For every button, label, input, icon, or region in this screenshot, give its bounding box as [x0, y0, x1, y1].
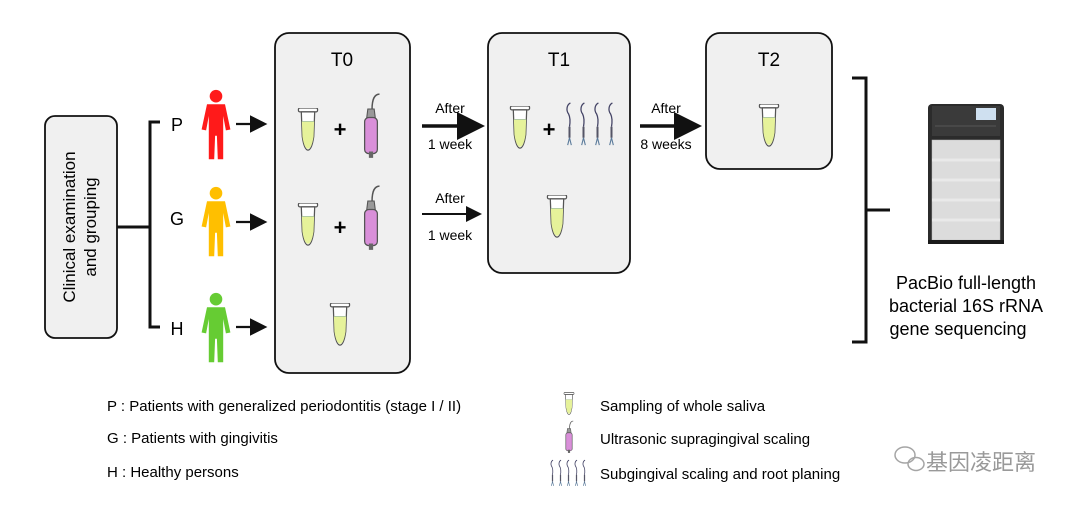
watermark: 基因凌距离 [894, 446, 1036, 475]
legend-tube-icon [563, 392, 575, 415]
t2-label: T2 [758, 50, 780, 71]
t2-box [705, 32, 833, 170]
sequencing-line3: gene sequencing [889, 319, 1026, 339]
after-label-p: After [435, 100, 465, 116]
plus-sign: + [334, 117, 347, 142]
sequencing-line1: PacBio full-length [896, 273, 1036, 293]
legend-group-h: H : Healthy persons [107, 464, 239, 481]
wechat-icon [894, 446, 925, 472]
legend-curettes-icon [550, 459, 587, 487]
after-label-g: After [435, 190, 465, 206]
plus-sign: + [334, 215, 347, 240]
group-letter-g: G [170, 209, 184, 229]
person-icon-h [201, 292, 231, 363]
group-bracket [117, 120, 160, 329]
t1-label: T1 [548, 50, 570, 71]
clinical-exam-line2: and grouping [81, 177, 100, 276]
group-letter-p: P [171, 115, 183, 135]
clinical-exam-line1: Clinical examination [60, 151, 79, 302]
person-icon-g [201, 186, 231, 257]
person-icon-p [201, 89, 231, 160]
legend-group-g: G : Patients with gingivitis [107, 430, 278, 447]
sequencing-bracket [852, 76, 890, 344]
watermark-text: 基因凌距离 [926, 450, 1036, 475]
legend-scaler-label: Ultrasonic supragingival scaling [600, 431, 810, 448]
one-week-label-g: 1 week [428, 227, 473, 243]
t0-label: T0 [331, 50, 353, 71]
sequencing-line2: bacterial 16S rRNA [889, 296, 1043, 316]
plus-sign: + [543, 117, 556, 142]
t1-box [487, 32, 631, 274]
one-week-label-p: 1 week [428, 136, 473, 152]
sequencer-icon [928, 104, 1004, 244]
group-letter-h: H [171, 319, 184, 339]
legend-group-p: P : Patients with generalized periodonti… [107, 398, 461, 415]
after-label-t2: After [651, 100, 681, 116]
eight-weeks-label: 8 weeks [640, 136, 691, 152]
legend-scaler-icon [565, 420, 574, 454]
legend-tube-label: Sampling of whole saliva [600, 398, 766, 415]
legend-curettes-label: Subgingival scaling and root planing [600, 466, 840, 483]
